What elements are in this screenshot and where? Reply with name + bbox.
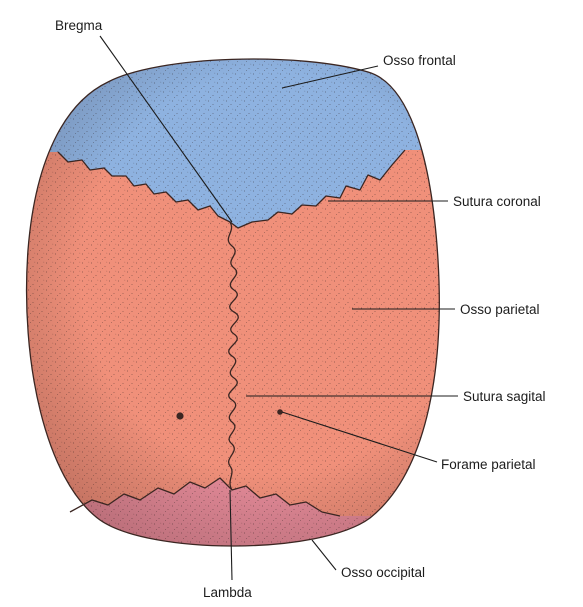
label-sutura-coronal: Sutura coronal — [453, 194, 541, 209]
label-bregma: Bregma — [55, 18, 103, 33]
label-osso-occipital: Osso occipital — [341, 565, 425, 580]
label-lambda: Lambda — [203, 585, 252, 600]
leader-osso-occipital — [312, 540, 336, 570]
label-osso-frontal: Osso frontal — [383, 53, 456, 68]
parietal-foramen-left — [176, 412, 183, 419]
label-sutura-sagital: Sutura sagital — [463, 389, 546, 404]
label-osso-parietal: Osso parietal — [460, 302, 540, 317]
label-forame-parietal: Forame parietal — [441, 457, 536, 472]
parietal-foramen-right — [277, 409, 283, 415]
